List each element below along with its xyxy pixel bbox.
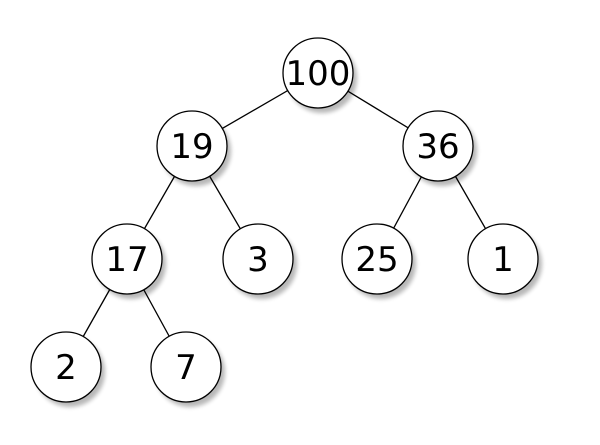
tree-node-label: 19 xyxy=(170,127,213,167)
tree-node-label: 25 xyxy=(355,240,398,280)
tree-node: 7 xyxy=(150,331,225,407)
tree-node: 1 xyxy=(467,223,542,299)
tree-node: 25 xyxy=(341,223,416,299)
tree-node: 2 xyxy=(30,331,105,407)
tree-node-label: 3 xyxy=(247,240,269,280)
tree-node-circle xyxy=(156,110,228,182)
tree-node: 100 xyxy=(282,37,357,113)
tree-node-circle xyxy=(91,223,163,295)
tree-node-circle xyxy=(341,223,413,295)
tree-node-label: 2 xyxy=(55,348,77,388)
tree-node-label: 7 xyxy=(175,348,197,388)
tree-node: 17 xyxy=(91,223,166,299)
tree-node-circle xyxy=(30,331,102,403)
tree-node: 3 xyxy=(222,223,297,299)
tree-node-label: 17 xyxy=(105,240,148,280)
tree-nodes: 100 19 36 17 3 25 1 2 7 xyxy=(30,37,542,407)
tree-node-label: 100 xyxy=(286,54,351,94)
tree-node: 36 xyxy=(402,110,477,186)
tree-node-circle xyxy=(402,110,474,182)
tree-node-label: 1 xyxy=(492,240,514,280)
tree-node-circle xyxy=(222,223,294,295)
tree-node-circle xyxy=(282,37,354,109)
tree-node-label: 36 xyxy=(416,127,459,167)
tree-node: 19 xyxy=(156,110,231,186)
tree-node-circle xyxy=(467,223,539,295)
tree-node-circle xyxy=(150,331,222,403)
